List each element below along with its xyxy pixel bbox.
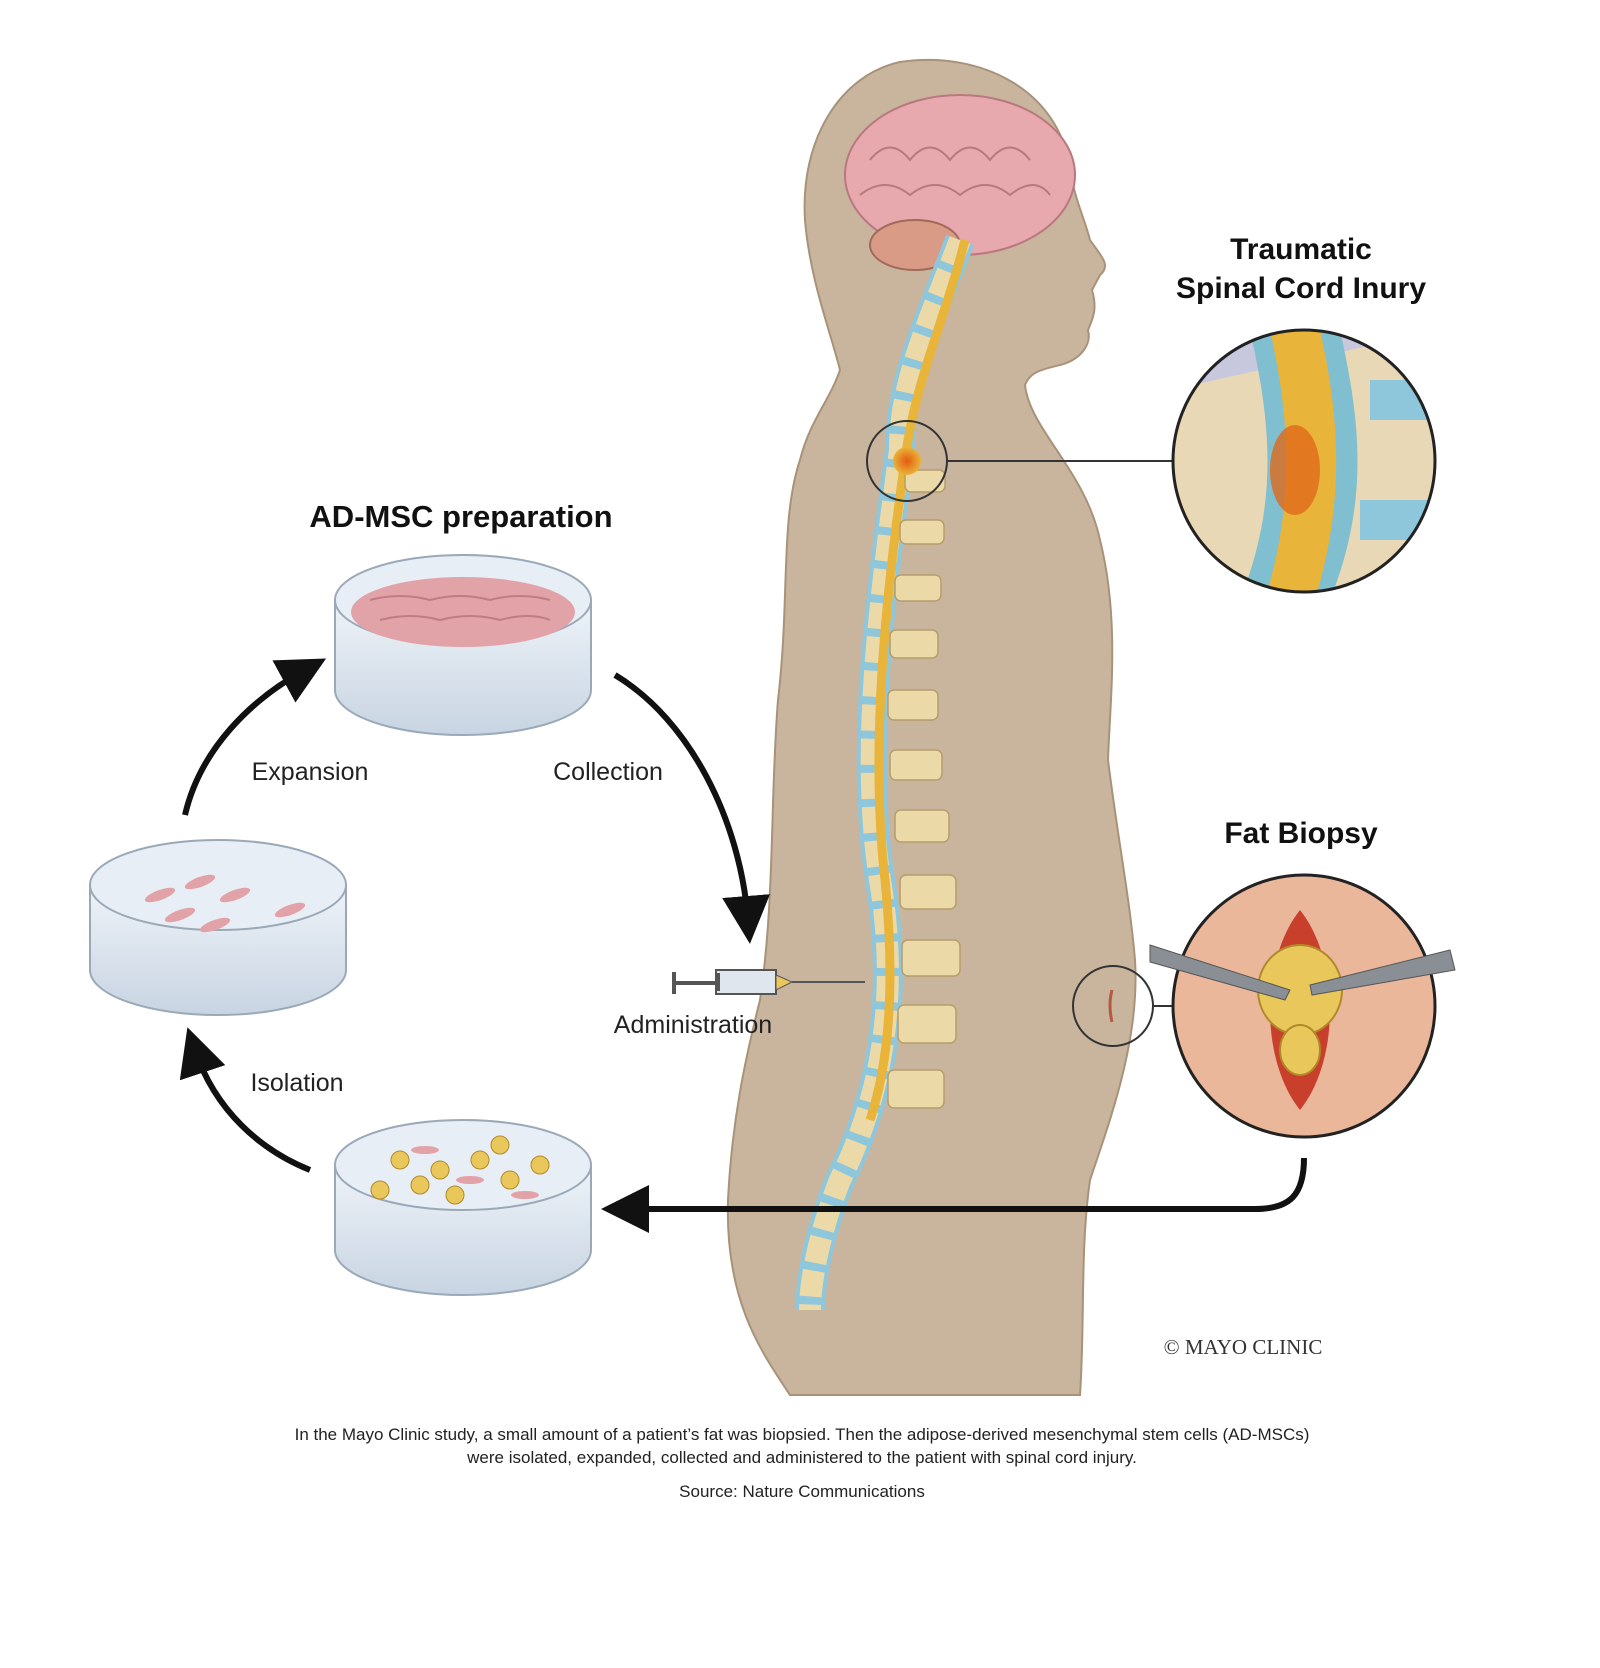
expansion-arrow [182, 658, 327, 816]
collection-label: Collection [553, 758, 663, 786]
syringe-icon [672, 969, 865, 995]
biopsy-title: Fat Biopsy [1224, 817, 1378, 850]
petri-dish-isolated-cells [89, 839, 347, 1016]
petri-dish-fat-sample [334, 1119, 592, 1296]
petri-dish-expanded-cells [334, 554, 592, 736]
collection-arrow [613, 672, 770, 944]
copyright-label: © MAYO CLINIC [1164, 1335, 1323, 1359]
spine [795, 234, 975, 1311]
prep-title: AD-MSC preparation [309, 499, 612, 534]
human-body-illustration [726, 58, 1137, 1396]
fat-biopsy-detail [1173, 875, 1435, 1137]
caption-source: Source: Nature Communications [679, 1482, 925, 1501]
isolation-label: Isolation [250, 1069, 343, 1097]
injury-title-line2: Spinal Cord Inury [1176, 272, 1426, 305]
expansion-label: Expansion [252, 758, 369, 786]
caption-line-2: were isolated, expanded, collected and a… [466, 1448, 1137, 1467]
injury-title-line1: Traumatic [1230, 233, 1372, 266]
caption-line-1: In the Mayo Clinic study, a small amount… [295, 1425, 1310, 1444]
forceps-icon [1149, 944, 1456, 1001]
isolation-arrow [179, 1027, 312, 1173]
spinal-injury-detail [1173, 330, 1435, 592]
administration-label: Administration [614, 1011, 772, 1039]
biopsy-to-dish-arrow [601, 1157, 1307, 1233]
